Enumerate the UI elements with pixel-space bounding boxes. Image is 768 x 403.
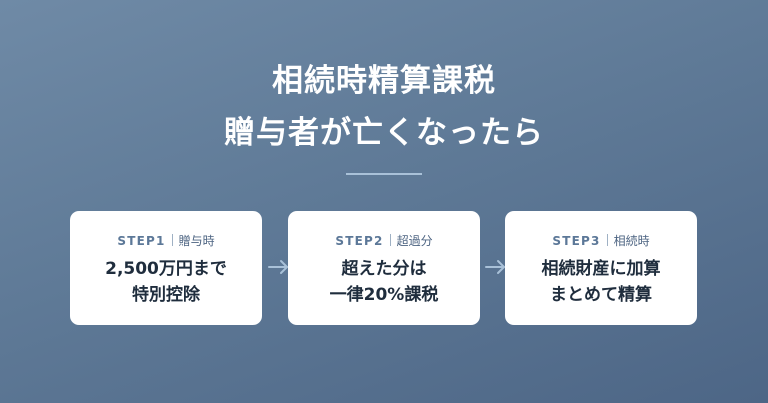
arrow-right-icon bbox=[485, 260, 505, 274]
step-text-line-2: まとめて精算 bbox=[550, 285, 652, 305]
step-text-line-1: 超えた分は bbox=[341, 259, 427, 279]
label-separator bbox=[171, 234, 173, 246]
title-line-1: 相続時精算課税 bbox=[272, 63, 496, 99]
step-label: STEP1 贈与時 bbox=[70, 234, 262, 247]
label-separator bbox=[389, 234, 391, 246]
arrow-right-icon bbox=[268, 260, 288, 274]
title-divider bbox=[346, 173, 422, 175]
step-tag: 贈与時 bbox=[178, 234, 215, 248]
step-card-2: STEP2 超過分 超えた分は 一律20%課税 bbox=[288, 211, 480, 325]
step-number: STEP3 bbox=[552, 234, 601, 248]
step-tag: 超過分 bbox=[396, 234, 433, 248]
step-text-line-1: 2,500万円まで bbox=[105, 259, 227, 279]
step-card-1: STEP1 贈与時 2,500万円まで 特別控除 bbox=[70, 211, 262, 325]
step-label: STEP2 超過分 bbox=[288, 234, 480, 247]
title-line-2: 贈与者が亡くなったら bbox=[224, 115, 544, 151]
step-text-line-1: 相続財産に加算 bbox=[541, 259, 661, 279]
step-tag: 相続時 bbox=[613, 234, 650, 248]
label-separator bbox=[606, 234, 608, 246]
step-text-line-2: 一律20%課税 bbox=[329, 285, 439, 305]
step-label: STEP3 相続時 bbox=[505, 234, 697, 247]
step-number: STEP1 bbox=[117, 234, 166, 248]
step-number: STEP2 bbox=[335, 234, 384, 248]
step-text-line-2: 特別控除 bbox=[132, 285, 200, 305]
step-card-3: STEP3 相続時 相続財産に加算 まとめて精算 bbox=[505, 211, 697, 325]
